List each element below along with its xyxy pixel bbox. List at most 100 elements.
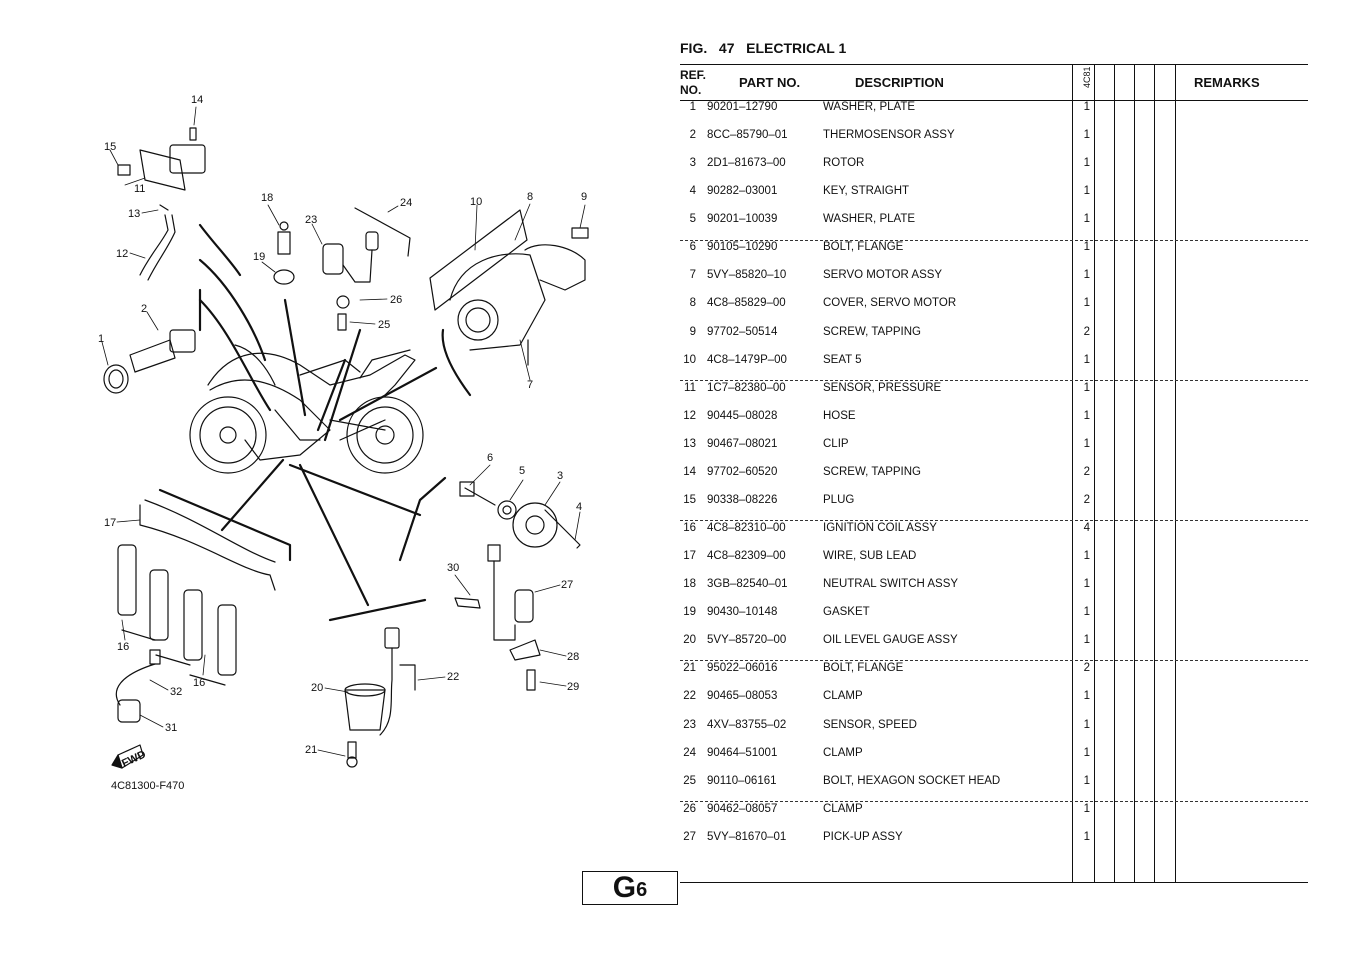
ref-cell: 27 xyxy=(683,830,696,843)
description-cell: SEAT 5 xyxy=(823,353,862,366)
callout-8: 8 xyxy=(527,191,533,203)
description-cell: BOLT, FLANGE xyxy=(823,662,904,675)
description-cell: BOLT, HEXAGON SOCKET HEAD xyxy=(823,774,1001,787)
ref-cell: 23 xyxy=(683,718,696,731)
quantity-cell: 1 xyxy=(1083,409,1090,422)
quantity-cell: 1 xyxy=(1083,381,1090,394)
quantity-cell: 1 xyxy=(1083,606,1090,619)
header-part-no: PART NO. xyxy=(739,75,801,90)
part-number-cell: 4XV–83755–02 xyxy=(707,718,787,731)
header-ref: REF. xyxy=(680,68,707,82)
ref-cell: 18 xyxy=(683,578,696,591)
quantity-cell: 2 xyxy=(1083,493,1090,506)
description-cell: COVER, SERVO MOTOR xyxy=(823,297,957,310)
group-separator xyxy=(680,660,1308,661)
part-number-cell: 3GB–82540–01 xyxy=(707,578,788,591)
callout-15: 15 xyxy=(104,141,116,153)
description-cell: CLAMP xyxy=(823,802,863,815)
quantity-cell: 1 xyxy=(1083,129,1090,142)
callout-10: 10 xyxy=(470,196,482,208)
callout-24: 24 xyxy=(400,197,412,209)
header-ref-no: NO. xyxy=(680,83,702,97)
oil-level-gauge-part xyxy=(344,627,416,768)
part-number-cell: 90430–10148 xyxy=(707,606,778,619)
quantity-cell: 1 xyxy=(1083,353,1090,366)
ref-cell: 11 xyxy=(684,381,696,394)
callout-5: 5 xyxy=(519,465,525,477)
description-cell: WASHER, PLATE xyxy=(823,213,916,226)
callout-21: 21 xyxy=(305,744,317,756)
description-cell: CLAMP xyxy=(823,746,863,759)
ref-cell: 1 xyxy=(689,101,696,113)
description-cell: CLAMP xyxy=(823,690,863,703)
diagram-code: 4C81300-F470 xyxy=(111,780,184,792)
quantity-cell: 1 xyxy=(1083,185,1090,198)
header-model-code: 4C81 xyxy=(1082,66,1092,88)
part-number-cell: 90462–08057 xyxy=(707,802,778,815)
group-separator xyxy=(680,240,1308,241)
description-cell: HOSE xyxy=(823,409,856,422)
callout-22: 22 xyxy=(447,671,459,683)
column-divider xyxy=(1094,64,1095,882)
callout-2: 2 xyxy=(141,303,147,315)
part-number-cell: 90201–10039 xyxy=(707,213,778,226)
part-number-cell: 5VY–85720–00 xyxy=(707,634,787,647)
description-cell: SERVO MOTOR ASSY xyxy=(823,269,943,282)
part-number-cell: 4C8–82310–00 xyxy=(707,522,786,535)
callout-14: 14 xyxy=(191,94,203,106)
ref-cell: 8 xyxy=(689,297,696,310)
figure-number: 47 xyxy=(718,40,735,56)
callout-30: 30 xyxy=(447,562,459,574)
description-cell: BOLT, FLANGE xyxy=(823,241,904,254)
callout-4: 4 xyxy=(576,501,582,513)
ref-cell: 22 xyxy=(683,690,696,703)
callout-31: 31 xyxy=(165,722,177,734)
callout-18: 18 xyxy=(261,192,273,204)
ref-cell: 14 xyxy=(683,465,696,478)
figure-title: FIG. 47 ELECTRICAL 1 xyxy=(680,40,846,56)
figure-label: FIG. xyxy=(680,40,708,56)
ref-cell: 13 xyxy=(683,437,696,450)
quantity-cell: 1 xyxy=(1083,213,1090,226)
callout-3: 3 xyxy=(557,470,563,482)
callout-23: 23 xyxy=(305,214,317,226)
fwd-arrow-icon xyxy=(111,744,144,769)
ref-cell: 3 xyxy=(689,157,696,170)
part-number-cell: 4C8–82309–00 xyxy=(707,550,786,563)
quantity-cell: 1 xyxy=(1083,157,1090,170)
description-cell: OIL LEVEL GAUGE ASSY xyxy=(823,634,958,647)
callout-27: 27 xyxy=(561,579,573,591)
ref-cell: 5 xyxy=(689,213,696,226)
column-divider xyxy=(1154,64,1155,882)
group-separator xyxy=(680,801,1308,802)
quantity-cell: 1 xyxy=(1083,690,1090,703)
description-cell: KEY, STRAIGHT xyxy=(823,185,910,198)
callout-7: 7 xyxy=(527,379,533,391)
description-cell: IGNITION COIL ASSY xyxy=(823,522,937,535)
description-cell: SENSOR, PRESSURE xyxy=(823,381,942,394)
ignition-coils-part xyxy=(115,499,276,723)
page-number: 6 xyxy=(636,879,648,901)
ref-cell: 12 xyxy=(683,409,696,422)
group-separator xyxy=(680,380,1308,381)
ref-cell: 6 xyxy=(689,241,696,254)
quantity-cell: 2 xyxy=(1083,465,1090,478)
callout-16b: 16 xyxy=(193,677,205,689)
column-divider xyxy=(1114,64,1115,882)
pressure-sensor-part xyxy=(117,127,206,281)
part-number-cell: 90464–51001 xyxy=(707,746,778,759)
